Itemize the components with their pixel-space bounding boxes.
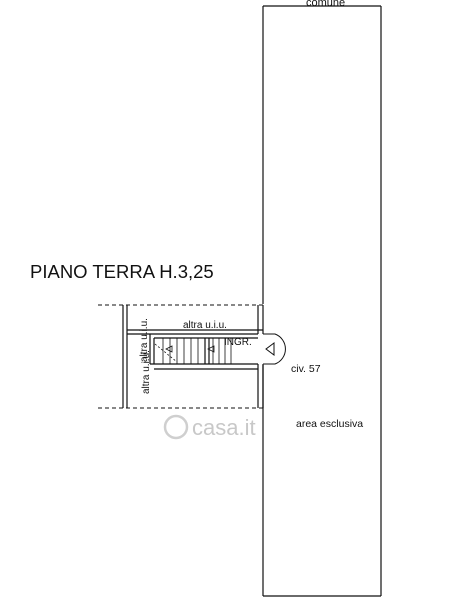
staircase — [154, 338, 232, 364]
stair-direction-arrow-icon — [165, 345, 173, 353]
watermark-logo-icon — [163, 414, 189, 440]
civic-number-label: civ. 57 — [291, 363, 321, 375]
altra-uiu-left-label-b: altra u.i.u. — [141, 350, 152, 394]
building-walls — [122, 305, 264, 408]
watermark-text: casa.it — [192, 415, 256, 440]
watermark: casa.it — [163, 414, 256, 440]
exclusive-area-label: area esclusiva — [296, 418, 363, 430]
comune-label: comune — [306, 0, 345, 9]
stair-direction-arrow-icon-2 — [207, 345, 215, 353]
exclusive-area-outline — [262, 5, 382, 597]
altra-uiu-left-label-a: altra u.i.u. — [139, 318, 150, 362]
entrance-arrow-icon — [265, 342, 275, 356]
floor-title: PIANO TERRA H.3,25 — [30, 261, 214, 282]
entrance-door — [263, 333, 286, 365]
entrance-label: INGR. — [224, 337, 252, 348]
altra-uiu-top-label: altra u.i.u. — [183, 320, 227, 331]
